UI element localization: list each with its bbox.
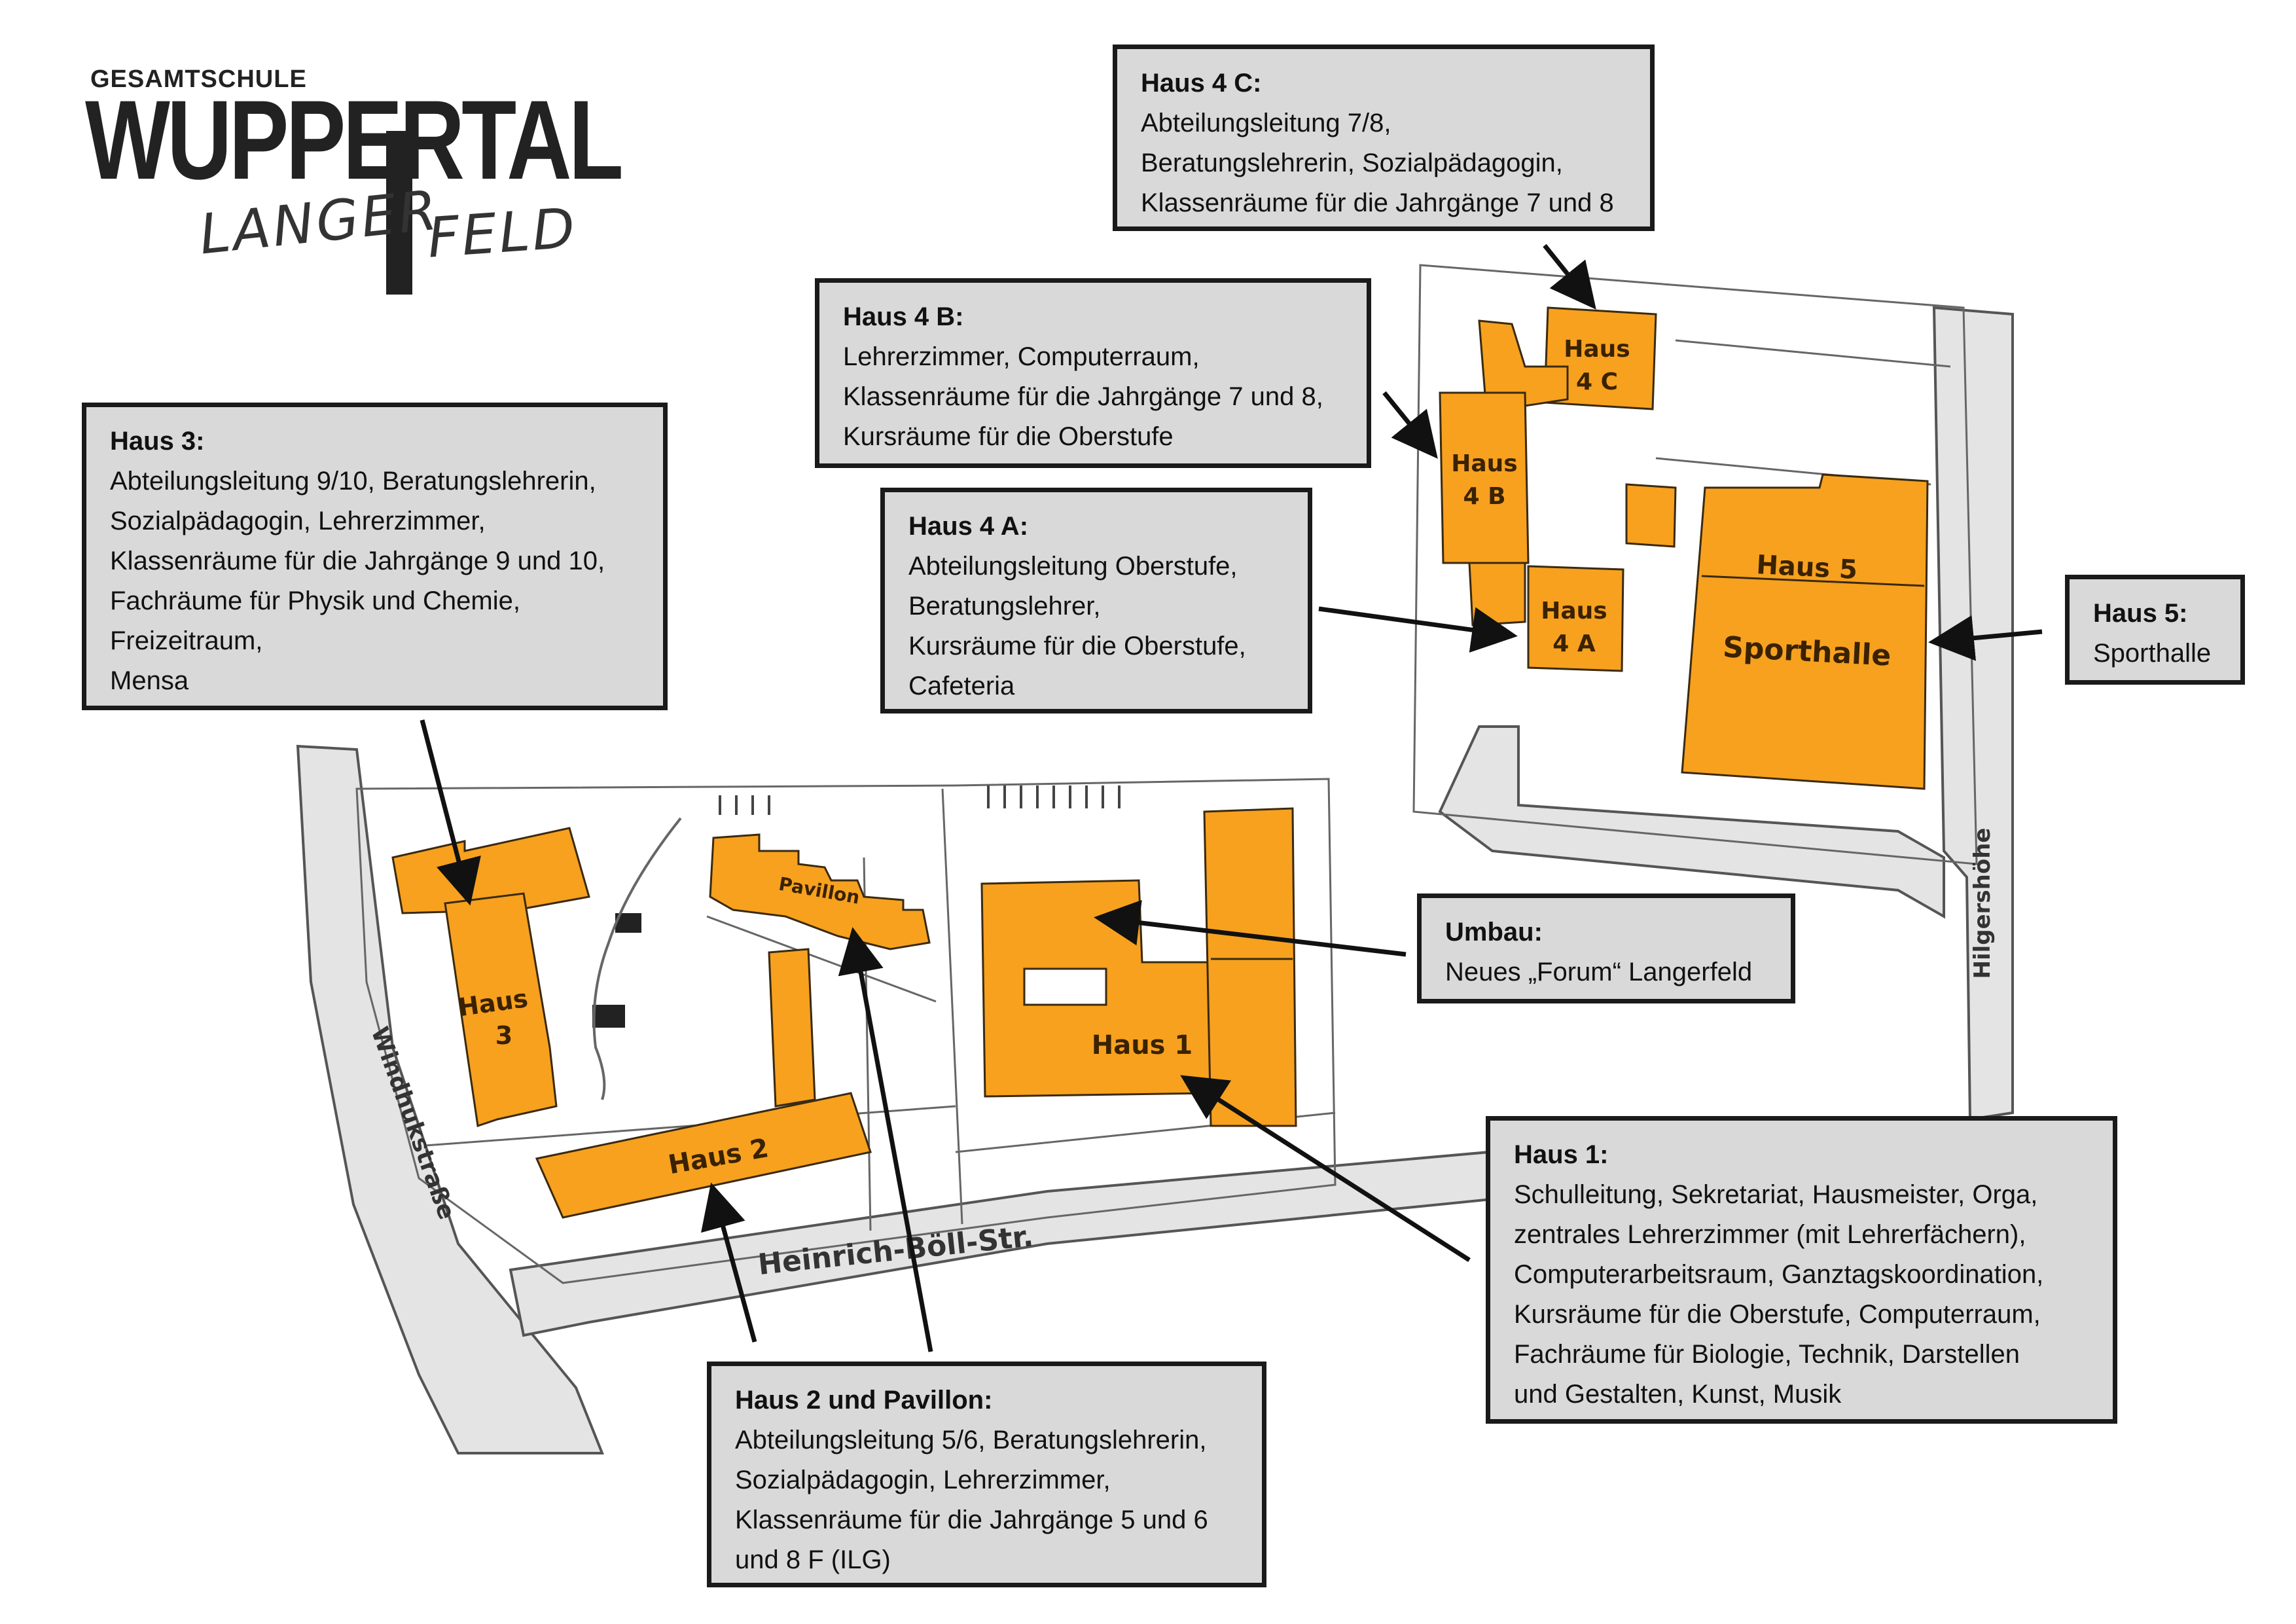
box-line: Klassenräume für die Jahrgänge 7 und 8	[1141, 189, 1614, 217]
box-line: Kursräume für die Oberstufe,	[908, 632, 1246, 660]
building-haus5	[1681, 473, 1929, 790]
info-box-umbau: Umbau: Neues „Forum“ Langerfeld	[1417, 893, 1795, 1003]
box-title: Haus 2 und Pavillon:	[735, 1386, 993, 1415]
box-line: Lehrerzimmer, Computerraum,	[843, 342, 1200, 371]
label-haus4b-line2: 4 B	[1463, 483, 1505, 510]
box-line: zentrales Lehrerzimmer (mit Lehrerfächer…	[1514, 1220, 2026, 1249]
lower-campus-outline	[355, 778, 1336, 1284]
label-haus4a-line1: Haus	[1541, 598, 1607, 624]
box-line: Sozialpädagogin, Lehrerzimmer,	[735, 1466, 1111, 1494]
path-line-1	[941, 788, 963, 1225]
box-line: Kursräume für die Oberstufe	[843, 422, 1174, 451]
logo-t-stem	[386, 131, 412, 295]
box-line: Abteilungsleitung Oberstufe,	[908, 552, 1238, 581]
building-pavillon	[709, 833, 931, 950]
box-line: Fachräume für Physik und Chemie,	[110, 586, 520, 615]
info-box-haus4b: Haus 4 B: Lehrerzimmer, Computerraum, Kl…	[815, 278, 1371, 468]
info-box-haus1: Haus 1: Schulleitung, Sekretariat, Hausm…	[1486, 1116, 2117, 1424]
arrow-umbau	[1094, 899, 1407, 957]
box-line: Fachräume für Biologie, Technik, Darstel…	[1514, 1340, 2020, 1369]
box-title: Haus 3:	[110, 427, 205, 456]
info-box-haus5: Haus 5: Sporthalle	[2065, 575, 2245, 685]
box-title: Haus 1:	[1514, 1140, 1609, 1169]
arrow-haus3	[420, 719, 481, 906]
stair-block	[592, 1005, 625, 1028]
label-haus1: Haus 1	[1092, 1030, 1193, 1060]
callout-arrows	[420, 244, 2043, 1352]
arrow-haus1	[1180, 1075, 1471, 1262]
info-box-haus2-pavillon: Haus 2 und Pavillon: Abteilungsleitung 5…	[707, 1362, 1266, 1587]
box-line: Beratungslehrerin, Sozialpädagogin,	[1141, 149, 1563, 177]
label-haus4b-line1: Haus	[1451, 450, 1517, 477]
arrow-haus2	[701, 1182, 757, 1343]
label-hilgershoehe: Hilgershöhe	[1969, 828, 1996, 979]
path-line-5	[706, 915, 937, 1003]
box-line: Klassenräume für die Jahrgänge 7 und 8,	[843, 382, 1323, 411]
arrow-haus4a	[1318, 606, 1518, 653]
haus5-divider	[1701, 575, 1925, 587]
box-line: Abteilungsleitung 7/8,	[1141, 109, 1391, 137]
box-line: Klassenräume für die Jahrgänge 5 und 6	[735, 1506, 1208, 1534]
street-inner-road	[1438, 725, 1945, 919]
curved-path	[592, 817, 682, 1100]
arrow-haus4b	[1382, 391, 1438, 459]
box-line: Freizeitraum,	[110, 626, 263, 655]
label-haus4a-line2: 4 A	[1552, 630, 1596, 657]
building-haus4a	[1527, 565, 1624, 672]
building-small-annex	[1625, 483, 1677, 548]
info-box-haus4a: Haus 4 A: Abteilungsleitung Oberstufe, B…	[880, 488, 1312, 713]
box-title: Haus 4 A:	[908, 512, 1029, 541]
box-title: Umbau:	[1445, 918, 1543, 947]
building-haus2	[535, 1092, 872, 1219]
label-haus4c-line2: 4 C	[1576, 369, 1618, 395]
box-title: Haus 4 C:	[1141, 69, 1262, 98]
box-line: Computerarbeitsraum, Ganztagskoordinatio…	[1514, 1260, 2044, 1289]
box-line: Kursräume für die Oberstufe, Computerrau…	[1514, 1300, 2041, 1329]
arrow-haus4c	[1543, 244, 1596, 310]
buildings	[391, 306, 1929, 1219]
box-line: Mensa	[110, 666, 189, 695]
box-line: Klassenräume für die Jahrgänge 9 und 10,	[110, 547, 605, 575]
box-line: Sporthalle	[2093, 639, 2212, 668]
label-haus4c-line1: Haus	[1564, 336, 1630, 363]
street-windhukstrasse	[296, 744, 604, 1454]
school-logo: GESAMTSCHULE WUPPERTAL LANGER FELD	[85, 65, 624, 301]
building-haus4b-bottom	[1468, 562, 1526, 626]
info-box-haus3: Haus 3: Abteilungsleitung 9/10, Beratung…	[82, 403, 668, 710]
box-title: Haus 5:	[2093, 599, 2188, 628]
box-line: Cafeteria	[908, 672, 1015, 700]
box-line: und 8 F (ILG)	[735, 1545, 891, 1574]
box-title: Haus 4 B:	[843, 302, 964, 331]
box-line: Schulleitung, Sekretariat, Hausmeister, …	[1514, 1180, 2038, 1209]
box-line: und Gestalten, Kunst, Musik	[1514, 1380, 1842, 1409]
info-box-haus4c: Haus 4 C: Abteilungsleitung 7/8, Beratun…	[1113, 45, 1655, 231]
label-haus3-line2: 3	[495, 1021, 512, 1050]
building-haus3	[444, 892, 558, 1127]
path-line-6	[1675, 339, 1951, 368]
box-line: Neues „Forum“ Langerfeld	[1445, 958, 1753, 986]
arrow-pavillon	[838, 927, 933, 1352]
label-haus5: Haus 5	[1755, 550, 1858, 585]
box-line: Beratungslehrer,	[908, 592, 1101, 621]
box-line: Sozialpädagogin, Lehrerzimmer,	[110, 507, 486, 535]
logo-top-text: GESAMTSCHULE	[90, 65, 307, 93]
box-line: Abteilungsleitung 9/10, Beratungslehreri…	[110, 467, 596, 496]
box-line: Abteilungsleitung 5/6, Beratungslehrerin…	[735, 1426, 1207, 1454]
upper-campus-outline	[1412, 264, 1978, 865]
haus1-courtyard	[1023, 967, 1107, 1006]
arrow-haus5	[1928, 615, 2043, 661]
parking-stripes	[719, 785, 1121, 815]
building-haus1-east	[1203, 807, 1297, 1127]
building-haus4b	[1439, 391, 1530, 564]
building-haus2-connector	[768, 948, 816, 1108]
logo-main-text: WUPPERTAL	[85, 77, 624, 203]
